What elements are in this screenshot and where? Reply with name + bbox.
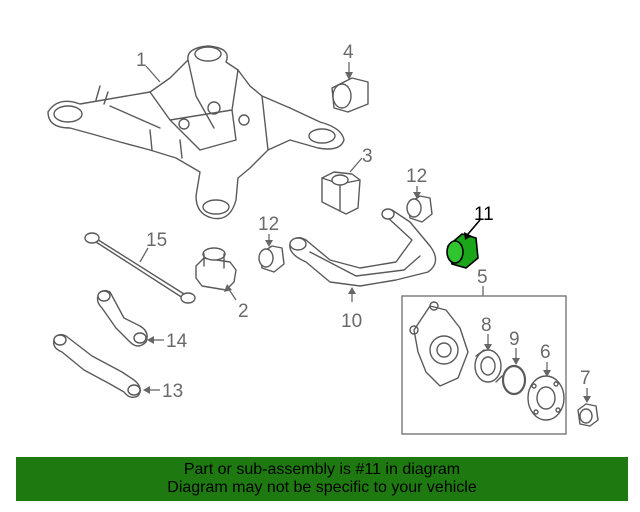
callout-2[interactable]: 2	[238, 301, 249, 322]
callout-10[interactable]: 10	[341, 311, 362, 332]
callout-14[interactable]: 14	[166, 331, 188, 352]
part-13-link[interactable]	[52, 333, 141, 399]
parts-diagram: 1 4 3 12 11 15 2	[47, 42, 599, 435]
callout-1[interactable]: 1	[136, 50, 147, 71]
callout-12-upper[interactable]: 12	[406, 166, 427, 187]
info-banner: Part or sub-assembly is #11 in diagram D…	[16, 457, 628, 501]
callout-5[interactable]: 5	[477, 267, 488, 288]
banner-line-1: Part or sub-assembly is #11 in diagram	[183, 461, 461, 478]
banner-line-2: Diagram may not be specific to your vehi…	[167, 479, 477, 496]
part-4-bushing[interactable]	[331, 77, 369, 113]
part-2-mount[interactable]	[195, 247, 237, 291]
part-12-bushing-upper[interactable]	[406, 195, 433, 223]
part-12-bushing-lower[interactable]	[258, 245, 285, 273]
callout-13[interactable]: 13	[162, 381, 183, 402]
part-14-link[interactable]	[96, 289, 148, 347]
callout-3[interactable]: 3	[362, 146, 373, 167]
part-7-nut[interactable]	[577, 403, 599, 427]
assembly-5-frame	[401, 295, 567, 435]
callout-4[interactable]: 4	[343, 42, 354, 63]
callout-7[interactable]: 7	[580, 368, 591, 389]
part-10-control-arm[interactable]	[289, 208, 437, 287]
part-11-bushing-highlighted[interactable]	[446, 233, 479, 269]
leader-1	[145, 65, 161, 83]
callout-12-lower[interactable]: 12	[258, 214, 279, 235]
callout-9[interactable]: 9	[509, 329, 520, 350]
part-15-rod[interactable]	[84, 232, 196, 304]
callout-8[interactable]: 8	[481, 315, 492, 336]
callout-11[interactable]: 11	[474, 204, 494, 225]
part-8-bearing[interactable]	[474, 349, 503, 383]
callout-6[interactable]: 6	[540, 342, 551, 363]
leader-11	[467, 219, 481, 235]
part-9-snap-ring[interactable]	[501, 364, 527, 396]
part-1-subframe[interactable]	[47, 45, 345, 220]
part-3-mount[interactable]	[321, 171, 361, 215]
leader-15	[139, 247, 149, 263]
leader-3	[349, 157, 363, 173]
callout-15[interactable]: 15	[146, 230, 167, 251]
part-6-hub[interactable]	[527, 375, 565, 421]
part-5-knuckle[interactable]	[409, 301, 469, 387]
